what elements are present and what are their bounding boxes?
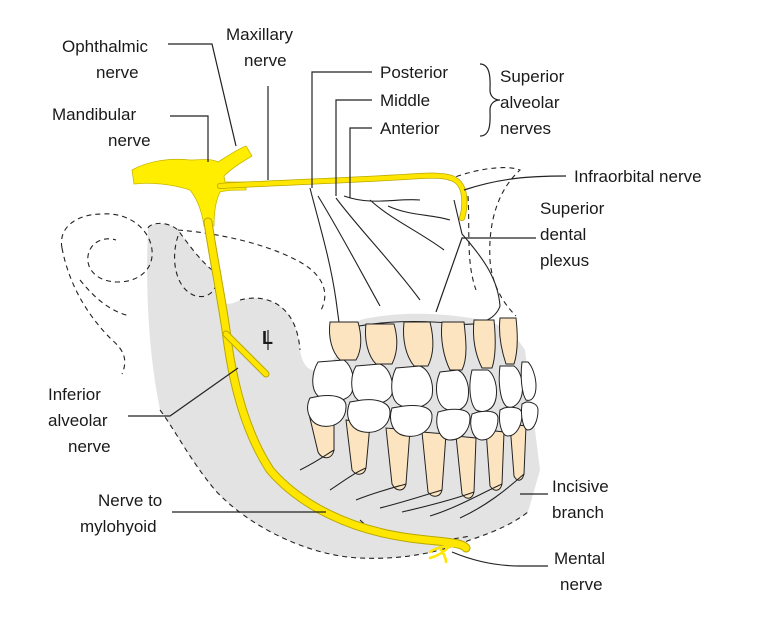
label-mental-nerve: Mental nerve <box>554 549 610 594</box>
skull-outline-left <box>60 213 153 283</box>
trigeminal-nerve <box>131 145 471 564</box>
tooth-crowns <box>307 359 539 441</box>
label-infraorbital-nerve: Infraorbital nerve <box>574 167 702 186</box>
label-nerve-to-mylohyoid: Nerve to mylohyoid <box>80 491 167 536</box>
maxilla-outline <box>309 187 501 331</box>
label-anterior: Anterior <box>380 119 440 138</box>
label-mandibular-nerve: Mandibular nerve <box>52 105 151 150</box>
inferior-dental-branches <box>299 449 525 519</box>
label-superior-alveolar-nerves: Superior alveolar nerves <box>500 67 569 138</box>
upper-teeth-roots <box>329 317 518 371</box>
maxilla-inner-lines <box>317 195 451 307</box>
label-inferior-alveolar-nerve: Inferior alveolar nerve <box>48 385 112 456</box>
face-dashed-right <box>447 167 522 317</box>
leader-lines <box>128 43 567 567</box>
label-superior-dental-plexus: Superior dental plexus <box>540 199 609 270</box>
label-ophthalmic-nerve: Ophthalmic nerve <box>62 37 153 82</box>
label-incisive-branch: Incisive branch <box>552 477 613 522</box>
mandible-outline <box>147 222 529 559</box>
label-posterior: Posterior <box>380 63 448 82</box>
label-middle: Middle <box>380 91 430 110</box>
skull-outline-left-lower <box>61 247 131 375</box>
label-lingual-marker: L <box>262 328 273 348</box>
label-maxillary-nerve: Maxillary nerve <box>226 25 298 70</box>
zygomatic-arch-dashed <box>177 229 326 313</box>
